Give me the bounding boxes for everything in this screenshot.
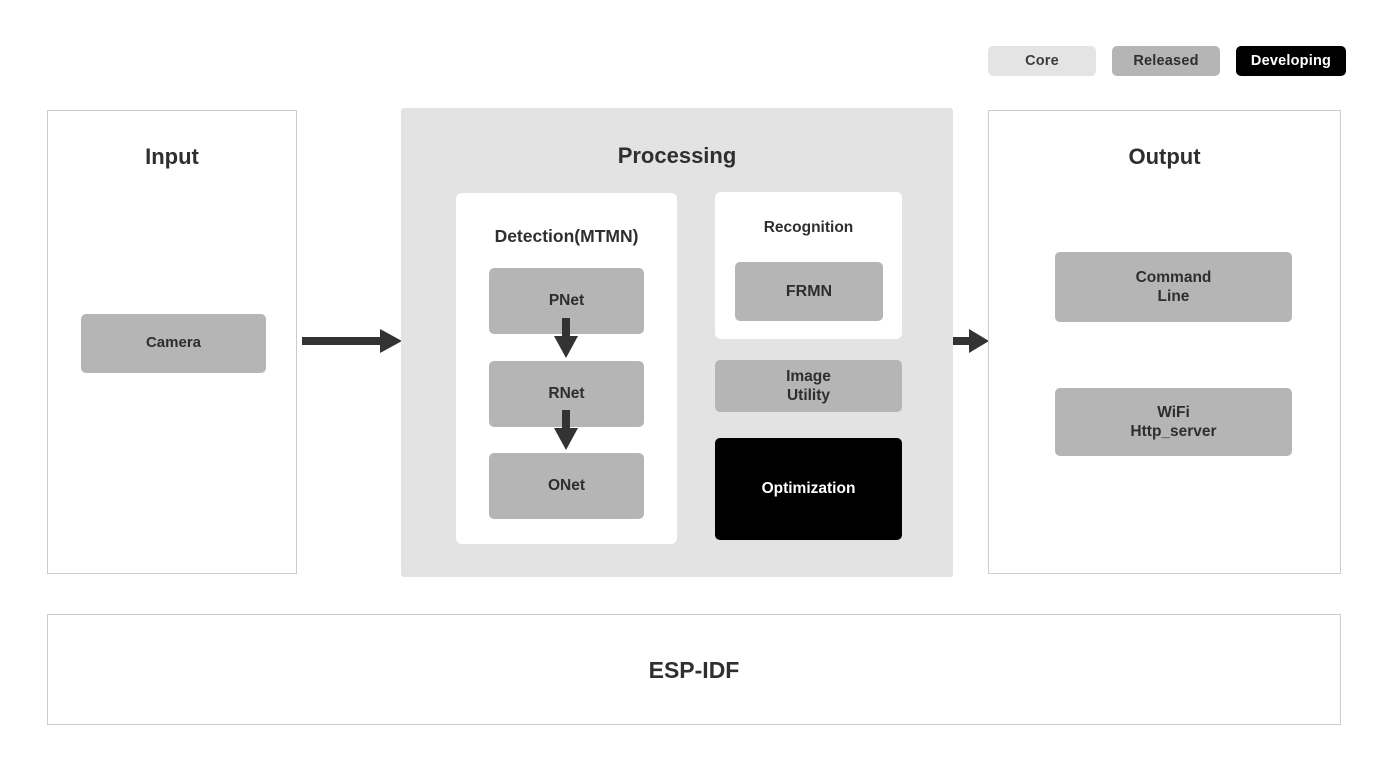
legend: Core Released Developing xyxy=(988,46,1346,76)
recognition-card-title: Recognition xyxy=(763,219,854,236)
processing-panel: Processing Detection(MTMN) PNet RNet ONe… xyxy=(401,108,953,577)
block-image-utility: Image Utility xyxy=(715,360,902,412)
block-onet: ONet xyxy=(489,453,644,519)
arrow-input-to-processing xyxy=(302,326,402,356)
processing-panel-title: Processing xyxy=(617,143,737,168)
arrow-rnet-to-onet xyxy=(545,410,587,450)
legend-chip-released: Released xyxy=(1112,46,1220,76)
espidf-title: ESP-IDF xyxy=(648,657,740,683)
legend-chip-core: Core xyxy=(988,46,1096,76)
arrow-down-icon xyxy=(554,410,578,450)
arrow-down-icon xyxy=(554,318,578,358)
input-panel-title: Input xyxy=(145,144,199,169)
arrow-processing-to-output xyxy=(953,326,989,356)
block-optimization: Optimization xyxy=(715,438,902,540)
output-panel-title: Output xyxy=(1128,144,1201,169)
block-wifi-http-server: WiFi Http_server xyxy=(1055,388,1292,456)
block-frmn: FRMN xyxy=(735,262,883,321)
block-command-line: Command Line xyxy=(1055,252,1292,322)
output-panel: Output Command Line WiFi Http_server xyxy=(988,110,1341,574)
arrow-pnet-to-rnet xyxy=(545,318,587,358)
arrow-right-icon xyxy=(953,329,989,353)
input-panel: Input Camera xyxy=(47,110,297,574)
block-camera: Camera xyxy=(81,314,266,373)
recognition-card: Recognition FRMN xyxy=(715,192,902,339)
arrow-right-icon xyxy=(302,329,402,353)
detection-card: Detection(MTMN) PNet RNet ONet xyxy=(456,193,677,544)
legend-chip-developing: Developing xyxy=(1236,46,1346,76)
detection-card-title: Detection(MTMN) xyxy=(494,226,639,246)
espidf-panel: ESP-IDF xyxy=(47,614,1341,725)
